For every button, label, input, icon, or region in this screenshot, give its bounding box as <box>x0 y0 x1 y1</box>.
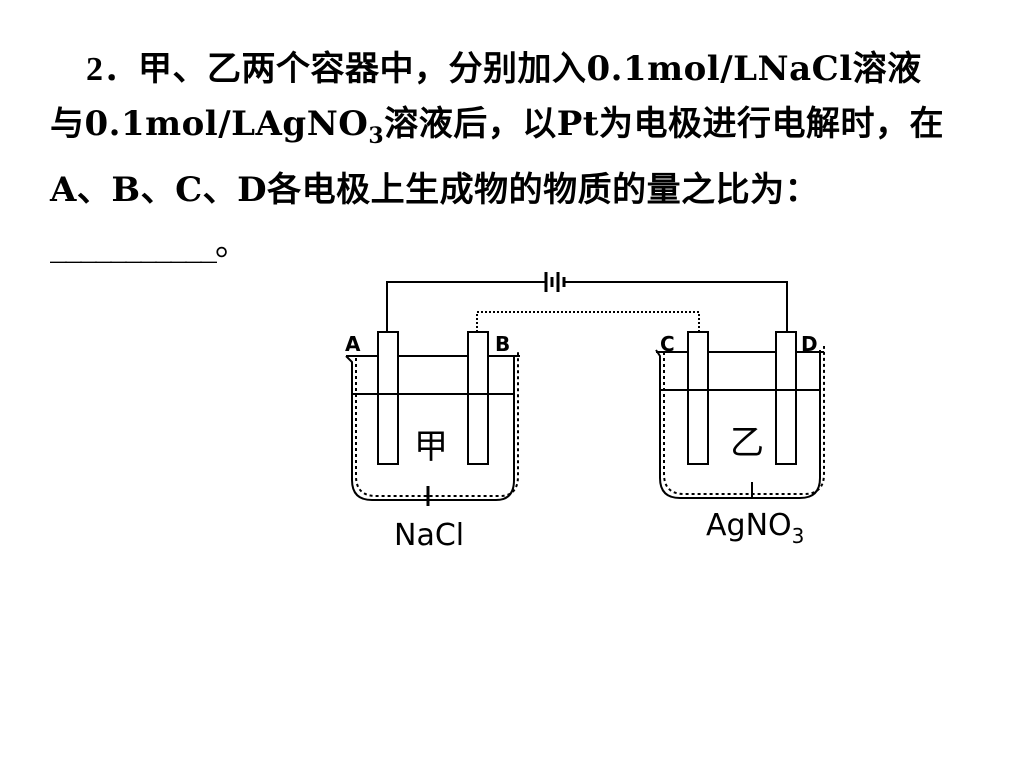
beaker-left <box>345 352 520 506</box>
electrode-a <box>377 331 399 465</box>
electrode-label-c: C <box>660 332 675 356</box>
wire-outer <box>386 281 538 332</box>
answer-blank: ___________。 <box>50 224 249 264</box>
vessel-label-yi: 乙 <box>730 423 764 463</box>
vessel-label-jia: 甲 <box>414 427 448 467</box>
question-line-1-text: ．甲、乙两个容器中，分别加入0.1mol/LNaCl溶液 <box>103 49 922 89</box>
electrode-label-a: A <box>345 332 361 356</box>
question-line-3: A、B、C、D各电极上生成物的物质的量之比为： <box>50 170 820 210</box>
question-line-1: 2．甲、乙两个容器中，分别加入0.1mol/LNaCl溶液 <box>50 42 1010 97</box>
electrode-d <box>775 331 797 465</box>
electrode-b <box>467 331 489 465</box>
question-text: 2．甲、乙两个容器中，分别加入0.1mol/LNaCl溶液 与0.1mol/LA… <box>50 42 1010 271</box>
electrode-label-d: D <box>801 332 818 356</box>
solution-label-agno3-sub: 3 <box>792 524 805 548</box>
electrode-label-b: B <box>495 332 510 356</box>
question-line-2-end: 溶液后，以Pt为电极进行电解时，在 <box>384 104 944 144</box>
question-line-2-start: 与0.1mol/LAgNO <box>50 104 369 144</box>
beaker-right <box>655 346 825 499</box>
question-number: 2 <box>86 51 104 88</box>
question-line-2: 与0.1mol/LAgNO3溶液后，以Pt为电极进行电解时，在 <box>50 97 1010 163</box>
electrode-c <box>687 331 709 465</box>
solution-label-agno3-main: AgNO <box>706 508 792 543</box>
wire-outer-right <box>570 281 788 332</box>
battery-icon <box>538 272 570 292</box>
solution-label-nacl: NaCl <box>394 518 464 553</box>
wire-inner <box>476 311 700 332</box>
subscript-3: 3 <box>368 123 385 149</box>
solution-label-agno3: AgNO3 <box>706 508 804 548</box>
